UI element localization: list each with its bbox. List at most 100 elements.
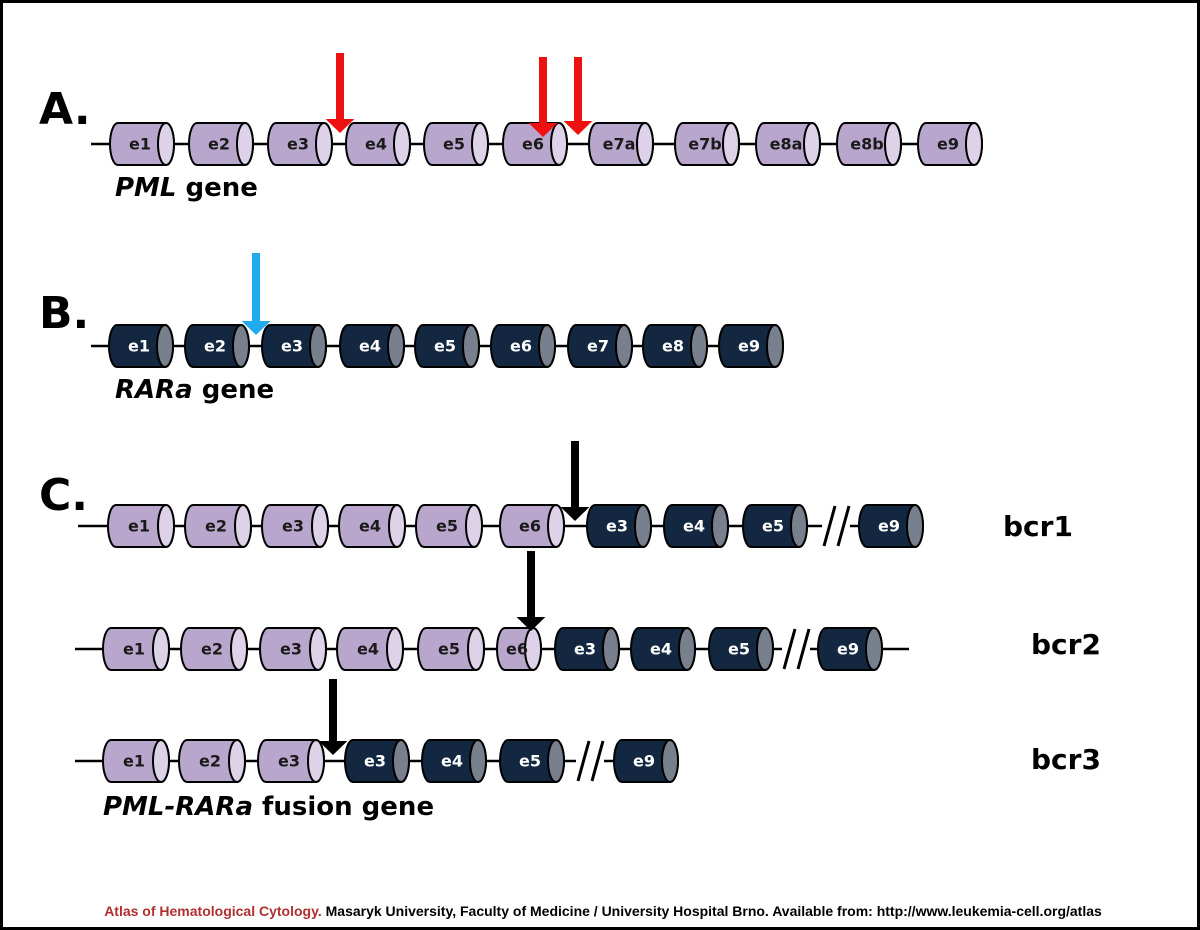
pml-breakpoint-arrow-3: [563, 57, 593, 135]
pml-exon-e7a: e7a: [588, 122, 654, 166]
pml-breakpoint-arrows: [325, 53, 593, 137]
fusion-gene-label: PML-RARa fusion gene: [103, 792, 434, 822]
exon-label: e7a: [603, 135, 636, 154]
pml-breakpoint-arrow-2: [528, 57, 558, 137]
break-slash-1: [576, 740, 591, 782]
bcr2-pml-exon-e2: e2: [180, 627, 248, 671]
exon-label: e5: [519, 752, 541, 771]
bcr1-pml-exon-e6: e6: [499, 504, 565, 548]
break-slash-2: [836, 505, 851, 547]
exon-label: e6: [522, 135, 544, 154]
exon-label: e1: [129, 135, 151, 154]
exon-label: e1: [123, 640, 145, 659]
exon-cap: [538, 324, 556, 368]
exon-label: e3: [287, 135, 309, 154]
exon-cap: [157, 122, 175, 166]
exon-label: e3: [574, 640, 596, 659]
exon-cap: [232, 324, 250, 368]
citation-footer: Atlas of Hematological Cytology. Masaryk…: [3, 903, 1200, 919]
exon-cap: [462, 324, 480, 368]
break-gap: [822, 522, 850, 530]
rar-exon-e5: e5: [414, 324, 480, 368]
bcr1-rar-exon-e9: e9: [858, 504, 924, 548]
exon-label: e2: [199, 752, 221, 771]
rar-exon-e8: e8: [642, 324, 708, 368]
exon-label: e5: [443, 135, 465, 154]
pml-breakpoint-arrow-1: [325, 53, 355, 133]
exon-cap: [152, 627, 170, 671]
exon-cap: [547, 504, 565, 548]
arrow-shaft: [336, 53, 344, 119]
bcr2-rar-exon-e3: e3: [554, 627, 620, 671]
exon-label: e3: [282, 517, 304, 536]
exon-cap: [766, 324, 784, 368]
pml-exon-e9: e9: [917, 122, 983, 166]
bcr3-breakpoint-arrow: [318, 679, 348, 755]
fusion-gene-name: PML-RARa: [103, 792, 253, 822]
exon-cap: [602, 627, 620, 671]
exon-label: e1: [128, 337, 150, 356]
exon-cap: [634, 504, 652, 548]
bcr1-pml-exon-e1: e1: [107, 504, 175, 548]
exon-label: e4: [650, 640, 672, 659]
exon-cap: [157, 504, 175, 548]
arrow-shaft: [527, 551, 535, 617]
exon-label: e3: [280, 640, 302, 659]
exon-cap: [690, 324, 708, 368]
exon-label: e6: [506, 640, 528, 659]
bcr2-rar-exon-e9: e9: [817, 627, 883, 671]
bcr2-break-mark: [782, 628, 811, 670]
exon-cap: [236, 122, 254, 166]
section-a-label: A.: [39, 84, 91, 135]
rar-exon-e4: e4: [339, 324, 405, 368]
exon-cap: [230, 627, 248, 671]
exon-cap: [465, 504, 483, 548]
bcr1-pml-exon-e3: e3: [261, 504, 329, 548]
break-slash-1: [782, 628, 797, 670]
exon-label: e8a: [770, 135, 803, 154]
exon-label: e9: [738, 337, 760, 356]
break-slash-1: [822, 505, 837, 547]
arrow-head: [241, 321, 271, 335]
exon-cap: [550, 122, 568, 166]
exon-cap: [471, 122, 489, 166]
section-b-label: B.: [39, 288, 89, 339]
exon-cap: [965, 122, 983, 166]
exon-label: e7: [587, 337, 609, 356]
exon-cap: [393, 122, 411, 166]
exon-cap: [803, 122, 821, 166]
exon-label: e9: [937, 135, 959, 154]
rar-exon-e2: e2: [184, 324, 250, 368]
bcr3-pml-exon-e1: e1: [102, 739, 170, 783]
bcr2-pml-exon-e1: e1: [102, 627, 170, 671]
bcr1-pml-exon-e2: e2: [184, 504, 252, 548]
exon-cap: [307, 739, 325, 783]
exon-label: e3: [606, 517, 628, 536]
bcr1-rar-exon-e3: e3: [586, 504, 652, 548]
bcr2-pml-exon-e5: e5: [417, 627, 485, 671]
rar-exon-e3: e3: [261, 324, 327, 368]
exon-cap: [152, 739, 170, 783]
exon-cap: [388, 504, 406, 548]
exon-label: e9: [633, 752, 655, 771]
bcr1-rar-exon-e4: e4: [663, 504, 729, 548]
exon-label: e4: [357, 640, 379, 659]
bcr1-breakpoint-arrow: [560, 441, 590, 521]
arrow-head: [560, 507, 590, 521]
exon-cap: [678, 627, 696, 671]
bcr3-rar-exon-e4: e4: [421, 739, 487, 783]
exon-label: e5: [762, 517, 784, 536]
pml-exon-e8a: e8a: [755, 122, 821, 166]
arrow-shaft: [252, 253, 260, 321]
bcr1-break-mark: [822, 505, 851, 547]
exon-label: e5: [728, 640, 750, 659]
exon-cap: [392, 739, 410, 783]
exon-label: e4: [359, 337, 381, 356]
exon-cap: [790, 504, 808, 548]
exon-cap: [906, 504, 924, 548]
exon-label: e3: [364, 752, 386, 771]
bcr3-rar-exon-e9: e9: [613, 739, 679, 783]
bcr3-break-mark: [576, 740, 605, 782]
exon-cap: [311, 504, 329, 548]
